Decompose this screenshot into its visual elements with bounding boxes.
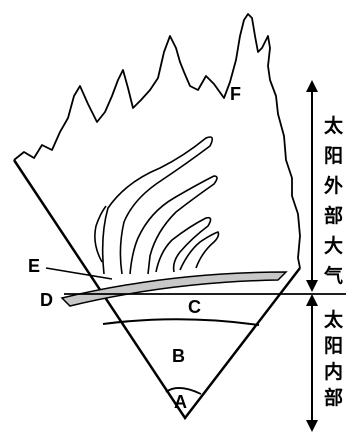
sun-sector xyxy=(12,159,301,421)
outer-char-4: 部 xyxy=(324,204,343,227)
prominence-5 xyxy=(94,205,107,263)
label-f: F xyxy=(230,84,241,104)
layer-c-boundary xyxy=(102,318,260,326)
outer-char-2: 阳 xyxy=(324,145,343,167)
prominence-3 xyxy=(155,216,212,273)
prominence-2 xyxy=(129,175,218,275)
prominences xyxy=(94,136,220,275)
outer-char-3: 外 xyxy=(324,174,343,197)
label-d: D xyxy=(40,290,53,310)
interior-char-4: 部 xyxy=(324,386,343,409)
outer-char-5: 大 xyxy=(324,234,343,257)
outer-atmosphere-label: 太 阳 外 部 大 气 xyxy=(323,114,344,287)
outer-atmosphere-arrow xyxy=(306,80,318,292)
label-b: B xyxy=(172,346,185,366)
pointer-line-e xyxy=(45,267,113,280)
prominence-1 xyxy=(101,136,214,275)
interior-label: 太 阳 内 部 xyxy=(324,308,344,409)
layer-e-band xyxy=(60,271,288,307)
interior-char-2: 阳 xyxy=(324,335,343,357)
sector-outline xyxy=(12,159,301,421)
outer-char-1: 太 xyxy=(324,114,344,137)
label-c: C xyxy=(188,297,201,317)
label-e: E xyxy=(28,256,40,276)
interior-arrow xyxy=(306,294,318,432)
interior-char-3: 内 xyxy=(324,360,343,383)
prominence-4 xyxy=(179,231,220,271)
core-a-boundary xyxy=(165,387,202,395)
interior-char-1: 太 xyxy=(324,308,344,331)
label-a: A xyxy=(174,392,187,412)
corona-outline xyxy=(13,13,301,269)
outer-char-6: 气 xyxy=(323,264,343,287)
